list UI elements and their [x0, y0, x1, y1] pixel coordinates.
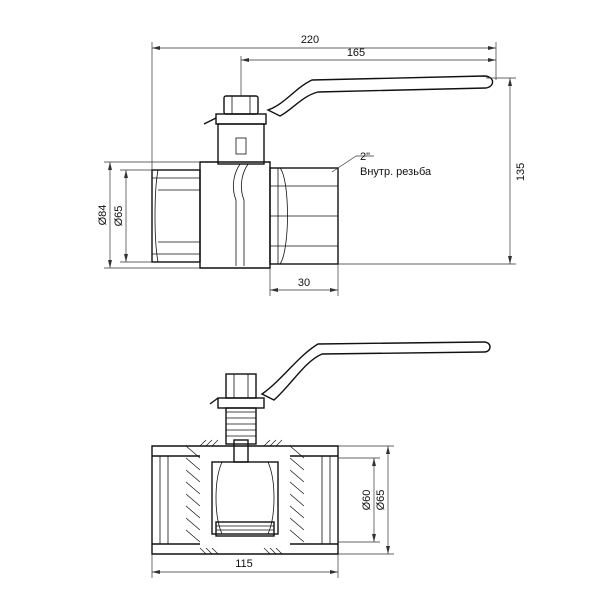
- left-end-hex: [151, 169, 201, 263]
- section-hatching: [185, 439, 305, 555]
- valve-body: [199, 161, 271, 269]
- dim-thread-length: 30: [298, 277, 310, 289]
- section-body: [151, 439, 339, 555]
- dim-lever-length: 165: [347, 47, 365, 59]
- lever-handle: [266, 75, 494, 117]
- callout-size: 2": [360, 151, 370, 163]
- dim-body-length: 115: [235, 558, 253, 570]
- dim-section-thread-diameter: Ø65: [375, 490, 387, 511]
- dim-outer-diameter: Ø84: [97, 205, 109, 226]
- dim-thread-diameter: Ø65: [113, 206, 125, 227]
- section-view: Ø60 Ø65 115: [151, 341, 491, 578]
- section-stem: [209, 373, 265, 463]
- section-lever-handle: [260, 341, 491, 401]
- dimension-lines-top: [104, 42, 516, 296]
- dimension-lines-section: [151, 445, 394, 578]
- callout-thread-type: Внутр. резьба: [360, 166, 432, 178]
- stem-nut: [203, 95, 267, 165]
- top-view: 220 165 135 Ø84 Ø65 30 2" Внутр. резьба: [97, 34, 527, 296]
- right-end-hex: [269, 167, 339, 265]
- dim-bore-diameter: Ø60: [361, 490, 373, 511]
- dim-height: 135: [515, 163, 527, 181]
- dim-total-length: 220: [301, 34, 319, 46]
